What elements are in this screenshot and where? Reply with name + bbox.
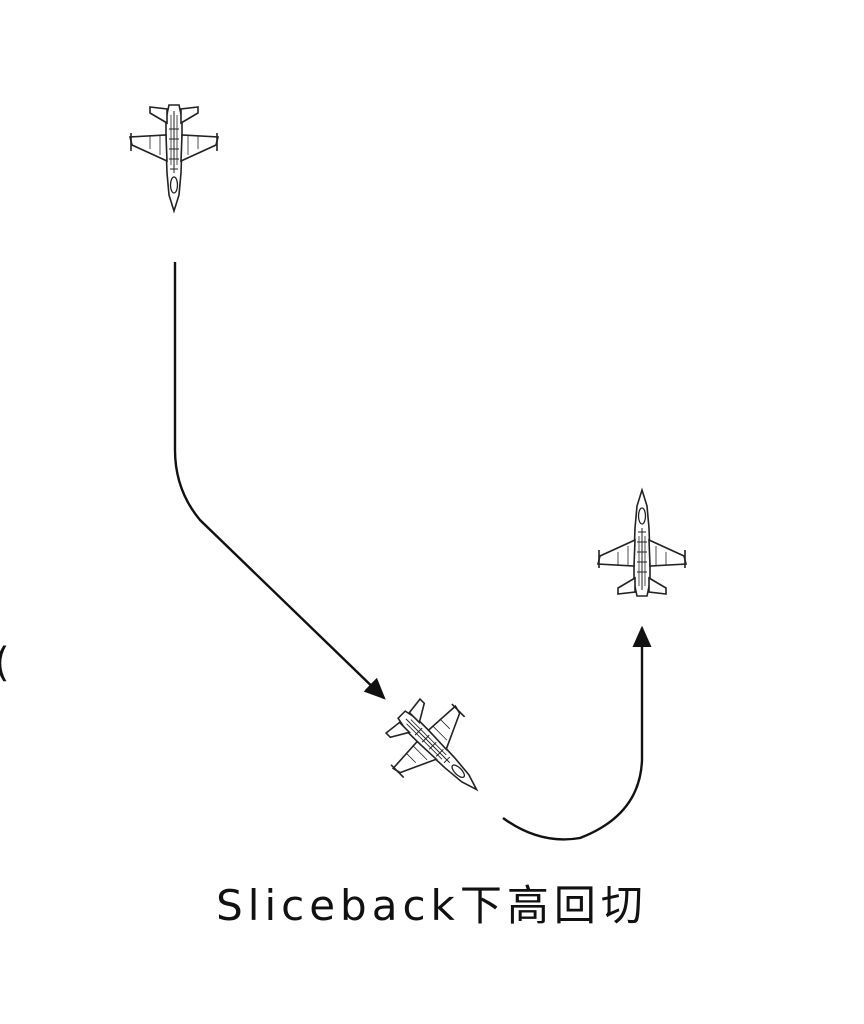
caption: Sliceback下高回切 [216,881,648,930]
jet-turning-icon [369,682,509,822]
jet-start-icon [129,104,219,212]
jet-target-icon [597,489,687,597]
descent-path [173,262,386,700]
climb-path [502,625,652,841]
edge-glyph: ( [0,640,10,686]
